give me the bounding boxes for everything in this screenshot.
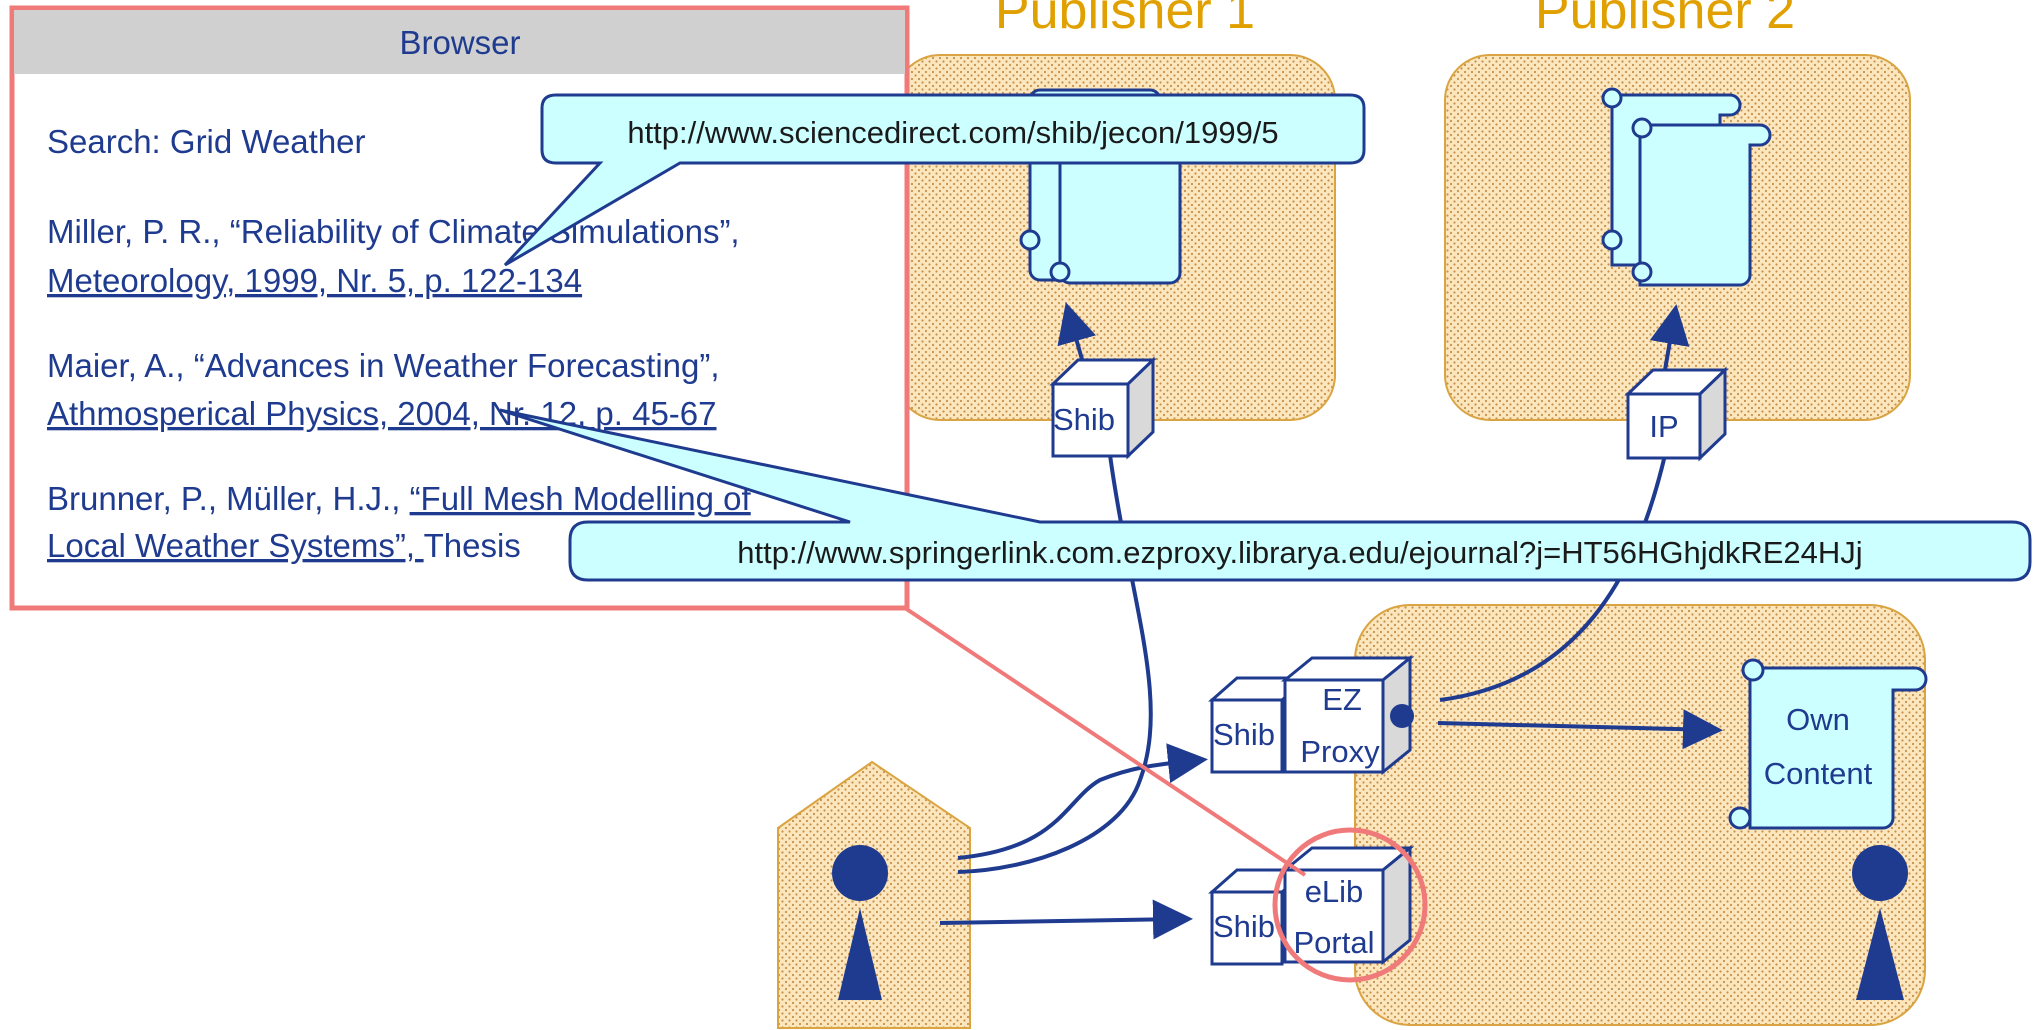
shib-label-portal: Shib (1213, 909, 1275, 944)
home-user-person-icon (832, 845, 888, 1000)
result-3-title-link[interactable]: “Full Mesh Modelling of (410, 480, 752, 517)
arrow-user-to-shib-proxy (957, 743, 1208, 860)
publisher-2-journal-scroll (1601, 87, 1772, 287)
result-2-authors-title: Maier, A., “Advances in Weather Forecast… (47, 347, 720, 384)
publisher-1-title: Publisher 1 (995, 0, 1255, 40)
result-3-authors: Brunner, P., Müller, H.J., (47, 480, 410, 517)
arrow-ip-to-publisher-2 (1649, 304, 1690, 371)
ez-proxy-connector-dot (1390, 704, 1414, 728)
browser-title-bar (14, 10, 905, 74)
result-2-link[interactable]: Athmosperical Physics, 2004, Nr. 12, p. … (47, 395, 717, 432)
ip-box-publisher-2 (1624, 366, 1729, 462)
ez-proxy-box (1280, 654, 1415, 776)
result-1-authors-title: Miller, P. R., “Reliability of Climate S… (47, 213, 740, 250)
publisher-2-title: Publisher 2 (1535, 0, 1795, 40)
arrow-proxy-to-own-content (1437, 709, 1723, 750)
result-3-title-link-cont[interactable]: Local Weather Systems”, (47, 527, 424, 564)
ez-proxy-label-line1: EZ (1322, 682, 1362, 717)
shib-box-proxy (1208, 676, 1311, 774)
springer-callout (499, 408, 2032, 582)
elib-portal-highlight-circle (1272, 827, 1428, 983)
arrow-user-to-shib-portal (939, 899, 1193, 940)
sciencedirect-callout (503, 93, 1366, 267)
own-content-label-line1: Own (1786, 702, 1850, 737)
springer-url: http://www.springerlink.com.ezproxy.libr… (737, 535, 1862, 570)
browser-title: Browser (399, 24, 520, 61)
browser-to-portal-line (903, 606, 1307, 877)
result-3-source: Thesis (424, 527, 521, 564)
line-ip-down (1439, 454, 1667, 702)
own-content-label-line2: Content (1764, 756, 1873, 791)
own-content-scroll (1728, 658, 1928, 830)
ez-proxy-label-line2: Proxy (1300, 734, 1380, 769)
shib-box-portal (1208, 868, 1311, 966)
result-1-link[interactable]: Meteorology, 1999, Nr. 5, p. 122-134 (47, 262, 582, 299)
result-3-line2: Local Weather Systems”, Thesis (47, 527, 521, 564)
elib-portal-label-line1: eLib (1305, 874, 1364, 909)
shib-label-proxy: Shib (1213, 717, 1275, 752)
shib-box-publisher-1 (1049, 356, 1157, 460)
shib-label-publisher-1: Shib (1053, 402, 1115, 437)
library-staff-person-icon (1852, 845, 1908, 1000)
elib-portal-label-line2: Portal (1294, 925, 1375, 960)
elib-portal-box (1280, 844, 1415, 966)
sciencedirect-url: http://www.sciencedirect.com/shib/jecon/… (627, 115, 1278, 150)
ip-label-publisher-2: IP (1649, 409, 1678, 444)
result-3-line1: Brunner, P., Müller, H.J., “Full Mesh Mo… (47, 480, 752, 517)
search-query-text: Search: Grid Weather (47, 123, 366, 160)
